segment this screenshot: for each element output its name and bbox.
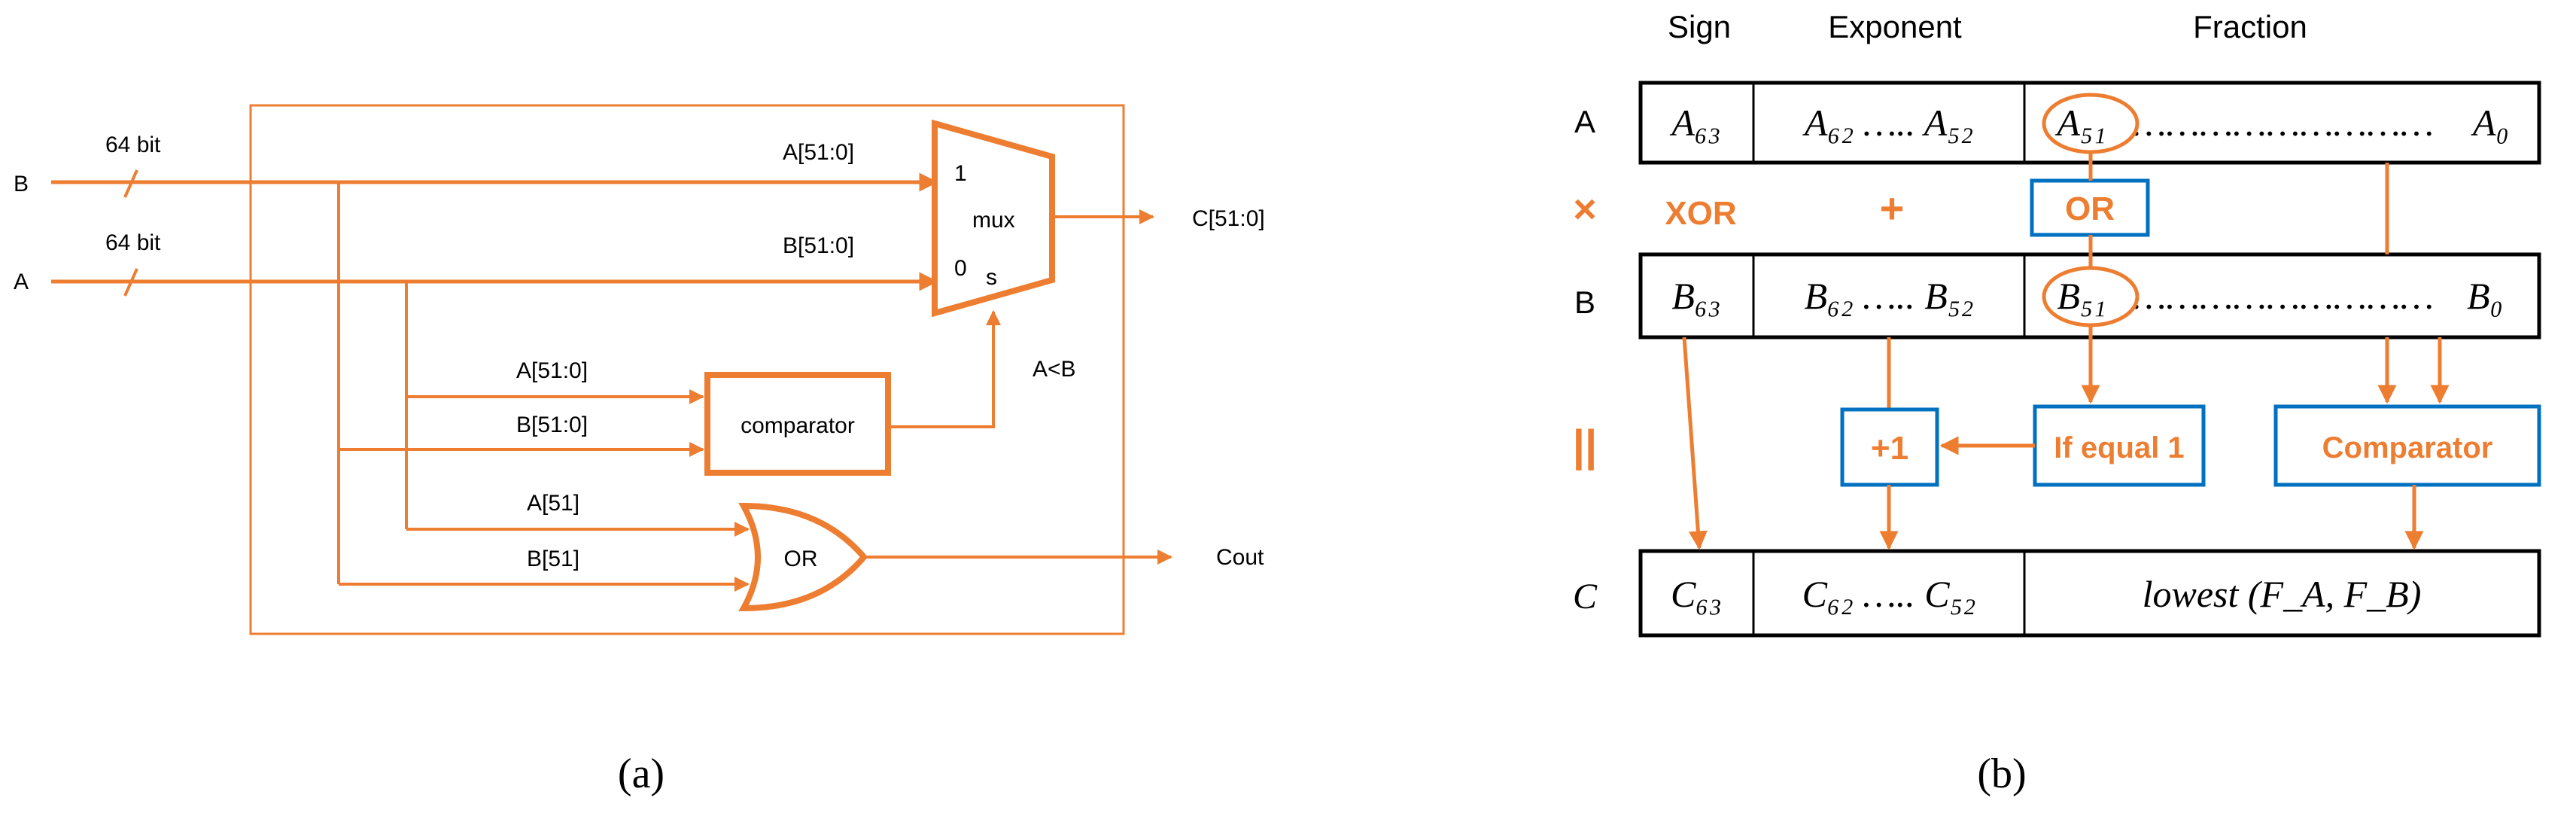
comparator-box-label: Comparator bbox=[2322, 431, 2493, 464]
plus-one-box bbox=[1840, 407, 1939, 487]
op-xor: XOR bbox=[1665, 195, 1736, 232]
mux-label: mux bbox=[972, 208, 1015, 233]
circuit-boundary bbox=[249, 104, 1125, 635]
mux-in1-label: 1 bbox=[954, 161, 967, 186]
op-multiply: × bbox=[1573, 187, 1597, 232]
row-a-fraction-dots: ……………………… bbox=[2133, 102, 2434, 144]
panel-b-caption: (b) bbox=[1977, 751, 2026, 797]
row-b-fraction-msb: B₅₁ bbox=[2057, 275, 2106, 317]
mux-select-label: s bbox=[986, 265, 997, 290]
wire-comparator-to-select bbox=[888, 310, 1001, 428]
op-add: + bbox=[1880, 184, 1905, 232]
op-or: OR bbox=[2065, 190, 2115, 227]
mux-in1-signal: A[51:0] bbox=[783, 140, 854, 165]
input-a-label: A bbox=[14, 269, 29, 294]
row-c-register: C₆₃ C₆₂ ….. C₅₂ lowest (F_A, F_B) bbox=[1638, 549, 2541, 638]
input-a-width: 64 bit bbox=[105, 230, 161, 255]
header-fraction: Fraction bbox=[2193, 9, 2307, 44]
comparator-in-top-label: A[51:0] bbox=[516, 358, 588, 383]
mux-in0-label: 0 bbox=[954, 256, 967, 281]
row-b-fraction-dots: ……………………… bbox=[2133, 275, 2434, 317]
mux-in0-signal: B[51:0] bbox=[783, 233, 854, 258]
row-c-label: C bbox=[1573, 577, 1598, 617]
header-exponent: Exponent bbox=[1828, 9, 1962, 44]
or-gate bbox=[738, 502, 868, 612]
input-b-label: B bbox=[14, 172, 29, 196]
or-box bbox=[2030, 178, 2150, 237]
comparator-output-label: A<B bbox=[1033, 357, 1076, 382]
panel-b-format: Sign Exponent Fraction A B C A₆₃ A₆₂ …..… bbox=[1573, 9, 2541, 797]
row-b-exponent: B₆₂ ….. B₅₂ bbox=[1804, 275, 1973, 317]
or-in-bottom-label: B[51] bbox=[527, 547, 579, 571]
row-a-label: A bbox=[1574, 104, 1595, 139]
row-c-fraction: lowest (F_A, F_B) bbox=[2143, 573, 2422, 615]
or-output-label: Cout bbox=[1216, 545, 1264, 570]
row-a-sign: A₆₃ bbox=[1669, 102, 1720, 144]
panel-a-circuit: B A 64 bit 64 bit A[51:0] B[51:0] A[51:0… bbox=[14, 104, 1265, 797]
row-c-exponent: C₆₂ ….. C₅₂ bbox=[1802, 573, 1976, 615]
or-in-top-label: A[51] bbox=[527, 491, 579, 516]
op-concat: || bbox=[1573, 422, 1597, 470]
wire-sign-to-c bbox=[1682, 336, 1708, 550]
if-equal-label: If equal 1 bbox=[2054, 431, 2184, 464]
mux-block bbox=[932, 119, 1055, 318]
comparator-label: comparator bbox=[741, 413, 855, 438]
comparator-in-bottom-label: B[51:0] bbox=[516, 413, 588, 437]
input-b-width: 64 bit bbox=[105, 132, 161, 157]
panel-a-caption: (a) bbox=[618, 751, 665, 797]
if-equal-box bbox=[2033, 404, 2206, 487]
row-c-sign: C₆₃ bbox=[1671, 573, 1722, 615]
row-a-fraction-msb: A₅₁ bbox=[2054, 102, 2106, 144]
row-b-label: B bbox=[1574, 285, 1595, 320]
plus-one-label: +1 bbox=[1871, 430, 1908, 467]
header-sign: Sign bbox=[1668, 9, 1731, 44]
comparator-box bbox=[2273, 404, 2541, 487]
row-b-fraction-lsb: B₀ bbox=[2467, 275, 2503, 317]
row-b-sign: B₆₃ bbox=[1671, 275, 1720, 317]
row-a-exponent: A₆₂ ….. A₅₂ bbox=[1802, 102, 1973, 144]
row-a-fraction-lsb: A₀ bbox=[2471, 102, 2509, 144]
comparator-block bbox=[704, 372, 891, 476]
or-gate-label: OR bbox=[784, 547, 818, 571]
mux-output-label: C[51:0] bbox=[1192, 206, 1265, 231]
